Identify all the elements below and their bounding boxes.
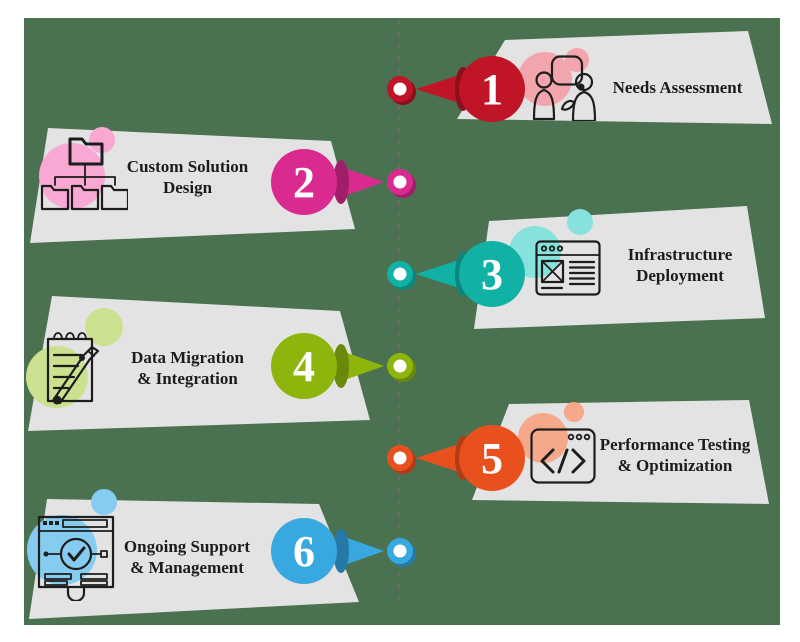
pointer-shadow: [333, 529, 349, 573]
node-center: [393, 82, 407, 96]
step-label-line: Custom Solution: [126, 157, 249, 176]
step-1-tint-circles: [518, 48, 589, 106]
step-2-number-circle: [271, 149, 337, 215]
step-5-number: 5: [481, 434, 503, 483]
pointer-cone: [416, 257, 468, 291]
step-6-node: [387, 538, 416, 567]
step-4-number: 4: [293, 342, 315, 391]
node-center: [393, 267, 407, 281]
tint-circle-large: [518, 52, 572, 106]
step-label-line: & Management: [130, 558, 244, 577]
step-label-line: Infrastructure: [627, 245, 733, 264]
step-3-number: 3: [481, 250, 503, 299]
step-6-band: [29, 499, 359, 619]
step-2-band: [30, 128, 355, 243]
step-1-label: Needs Assessment: [590, 77, 765, 98]
code-window-icon: [530, 428, 596, 484]
browser-checkmark-icon: [37, 515, 115, 601]
step-2-number: 2: [293, 158, 315, 207]
step-4-pointer: [333, 344, 384, 388]
step-label-line: Ongoing Support: [123, 537, 251, 556]
step-4-label: Data Migration & Integration: [100, 347, 275, 389]
tint-circle-small: [567, 209, 593, 235]
step-3-number-circle: [459, 241, 525, 307]
step-1-number: 1: [481, 65, 503, 114]
step-label-line: Deployment: [636, 266, 724, 285]
conversation-icon: [532, 55, 597, 121]
step-label-line: Needs Assessment: [612, 78, 743, 97]
step-6-number: 6: [293, 527, 315, 576]
step-6-label: Ongoing Support & Management: [92, 536, 282, 578]
tint-circle-small: [89, 127, 115, 153]
pointer-shadow: [333, 160, 349, 204]
tint-circle-small: [85, 308, 123, 346]
step-5-label: Performance Testing & Optimization: [575, 434, 775, 476]
step-label-line: Design: [162, 178, 213, 197]
step-label-line: & Optimization: [617, 456, 733, 475]
step-5-number-circle: [459, 425, 525, 491]
step-1-number-circle: [459, 56, 525, 122]
step-6-pointer: [333, 529, 384, 573]
step-2-tint-circles: [39, 127, 115, 209]
step-2-pointer: [333, 160, 384, 204]
notepad-pencil-icon: [46, 332, 100, 405]
node-center: [393, 451, 407, 465]
tint-circle-large: [39, 143, 105, 209]
step-label-line: Performance Testing: [599, 435, 751, 454]
step-3-node: [387, 261, 416, 290]
step-label-line: & Integration: [137, 369, 238, 388]
node-center: [393, 359, 407, 373]
step-6-number-circle: [271, 518, 337, 584]
sitemap-folders-icon: [40, 137, 128, 211]
step-2-node: [387, 169, 416, 198]
step-4-number-circle: [271, 333, 337, 399]
pointer-cone: [416, 72, 468, 106]
step-2-label: Custom Solution Design: [95, 156, 280, 198]
browser-layout-icon: [535, 240, 601, 296]
step-3-label: Infrastructure Deployment: [600, 244, 760, 286]
tint-circle-small: [91, 489, 117, 515]
pointer-cone: [416, 441, 468, 475]
step-1-node: [387, 76, 416, 105]
step-5-node: [387, 445, 416, 474]
step-4-node: [387, 353, 416, 382]
node-center: [393, 175, 407, 189]
tint-circle-small: [564, 402, 584, 422]
pointer-shadow: [333, 344, 349, 388]
step-label-line: Data Migration: [131, 348, 244, 367]
node-center: [393, 544, 407, 558]
